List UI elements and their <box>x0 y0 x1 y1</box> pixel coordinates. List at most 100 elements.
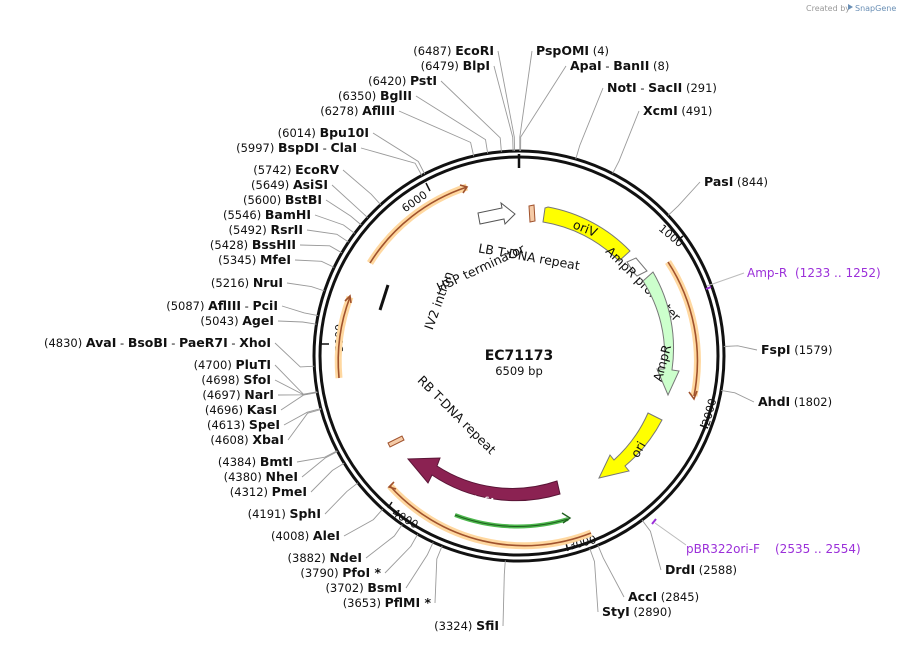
feature-trfA: trfA <box>406 457 561 511</box>
svg-text:ori: ori <box>628 439 649 461</box>
restriction-site: (4008) AleI <box>271 508 384 543</box>
site-leader-line <box>723 345 758 351</box>
restriction-site: (5345) MfeI <box>218 252 335 268</box>
site-label: PspOMI (4) <box>536 43 609 58</box>
site-label: XcmI (491) <box>643 103 712 118</box>
restriction-site: (6487) EcoRI <box>413 43 516 152</box>
feature-trfA-sub <box>454 512 572 529</box>
site-leader-line <box>343 508 384 537</box>
site-label: (4380) NheI <box>224 469 298 484</box>
site-label: (5087) AflIII - PciI <box>166 298 278 313</box>
site-leader-line <box>405 542 434 589</box>
site-label: (4008) AleI <box>271 528 340 543</box>
restriction-site: (4830) AvaI - BsoBI - PaeR7I - XhoI <box>44 335 315 368</box>
svg-text:trfA: trfA <box>471 492 496 511</box>
site-leader-line <box>360 147 423 176</box>
site-label: (3324) SfiI <box>434 618 499 633</box>
site-leader-line <box>597 545 625 598</box>
site-leader-line <box>372 132 426 175</box>
credit-brand: SnapGene <box>855 4 896 13</box>
site-label: (5345) MfeI <box>218 252 291 267</box>
site-label: (5546) BamHI <box>223 207 311 222</box>
site-label: (4830) AvaI - BsoBI - PaeR7I - XhoI <box>44 335 271 350</box>
feature-ampr: AmpR <box>642 271 680 397</box>
orf-arc-right <box>665 260 701 401</box>
svg-text:Amp-R: Amp-R <box>747 266 787 280</box>
restriction-site: (4697) NarI <box>202 387 318 402</box>
site-label: (5649) AsiSI <box>251 177 328 192</box>
site-leader-line <box>384 533 419 574</box>
site-leader-line <box>325 199 362 226</box>
restriction-site: (3324) SfiI <box>434 560 506 633</box>
site-label: (5742) EcoRV <box>253 162 339 177</box>
restriction-site: (4312) PmeI <box>230 462 345 499</box>
restriction-site: (4613) SpeI <box>207 408 322 432</box>
site-leader-line <box>287 409 322 441</box>
site-leader-line <box>434 545 443 604</box>
site-label: (4312) PmeI <box>230 484 307 499</box>
right-site-list: PspOMI (4)ApaI - BanII (8)NotI - SacII (… <box>519 43 832 619</box>
restriction-site: (3702) BsmI <box>325 542 434 595</box>
site-label: (6014) Bpu10I <box>278 125 369 140</box>
backbone-outer-ring <box>312 149 726 563</box>
restriction-site: (5742) EcoRV <box>253 162 382 206</box>
restriction-site: DrdI (2588) <box>641 519 737 577</box>
restriction-site: FspI (1579) <box>723 342 832 357</box>
site-leader-line <box>301 451 338 478</box>
site-leader-line <box>497 50 516 152</box>
svg-text:IV2 intron: IV2 intron <box>421 269 456 331</box>
site-label: PasI (844) <box>704 174 768 189</box>
svg-text:pBR322ori-F: pBR322ori-F <box>686 542 760 556</box>
site-label: (4700) PluTI <box>194 357 271 372</box>
site-label: AhdI (1802) <box>758 394 832 409</box>
site-label: AccI (2845) <box>628 589 699 604</box>
site-leader-line <box>519 50 533 151</box>
site-leader-line <box>281 305 319 317</box>
svg-text:(1233 .. 1252): (1233 .. 1252) <box>795 266 881 280</box>
site-label: (5997) BspDI - ClaI <box>236 140 357 155</box>
site-leader-line <box>294 259 335 268</box>
site-leader-line <box>286 282 325 292</box>
site-label: (4191) SphI <box>248 506 321 521</box>
svg-text:RB T-DNA repeat: RB T-DNA repeat <box>415 373 500 458</box>
site-leader-line <box>398 110 475 157</box>
site-leader-line <box>280 392 318 411</box>
restriction-site: (4191) SphI <box>248 482 359 521</box>
restriction-site: PspOMI (4) <box>519 43 609 151</box>
restriction-site: (5600) BstBI <box>243 192 362 226</box>
site-leader-line <box>520 65 567 152</box>
map-length: 6509 bp <box>495 364 543 378</box>
restriction-site: (6350) BglII <box>338 88 489 154</box>
restriction-site: (5649) AsiSI <box>251 177 369 219</box>
site-leader-line <box>440 80 502 152</box>
restriction-site: (6479) BlpI <box>421 58 514 152</box>
site-leader-line <box>415 95 489 154</box>
restriction-site: (4380) NheI <box>224 451 338 484</box>
restriction-site: (5043) AgeI <box>200 313 317 328</box>
site-leader-line <box>274 364 318 395</box>
site-leader-line <box>299 244 343 254</box>
site-label: FspI (1579) <box>761 342 832 357</box>
restriction-site: (5087) AflIII - PciI <box>166 298 319 317</box>
feature-ampr-promoter: AmpR promoter <box>603 243 684 324</box>
restriction-site: AhdI (1802) <box>721 389 832 409</box>
snapgene-logo-icon <box>848 4 853 10</box>
site-label: StyI (2890) <box>602 604 672 619</box>
restriction-site: (5492) RsrII <box>229 222 349 243</box>
restriction-site: (3790) PfoI * <box>300 533 419 580</box>
site-label: (6350) BglII <box>338 88 412 103</box>
site-label: (5492) RsrII <box>229 222 303 237</box>
restriction-site: PasI (844) <box>667 174 768 216</box>
site-label: (6479) BlpI <box>421 58 490 73</box>
svg-text:(2535 .. 2554): (2535 .. 2554) <box>775 542 861 556</box>
site-label: (4384) BmtI <box>218 454 293 469</box>
restriction-site: (4696) KasI <box>205 392 318 417</box>
site-leader-line <box>612 110 640 174</box>
orf-arc-left <box>334 294 354 379</box>
site-leader-line <box>283 408 322 426</box>
restriction-site: (5216) NruI <box>211 275 325 292</box>
restriction-site: XcmI (491) <box>612 103 712 174</box>
orf-arc-top-left <box>367 183 469 265</box>
site-label: (5216) NruI <box>211 275 283 290</box>
site-leader-line <box>589 548 599 613</box>
